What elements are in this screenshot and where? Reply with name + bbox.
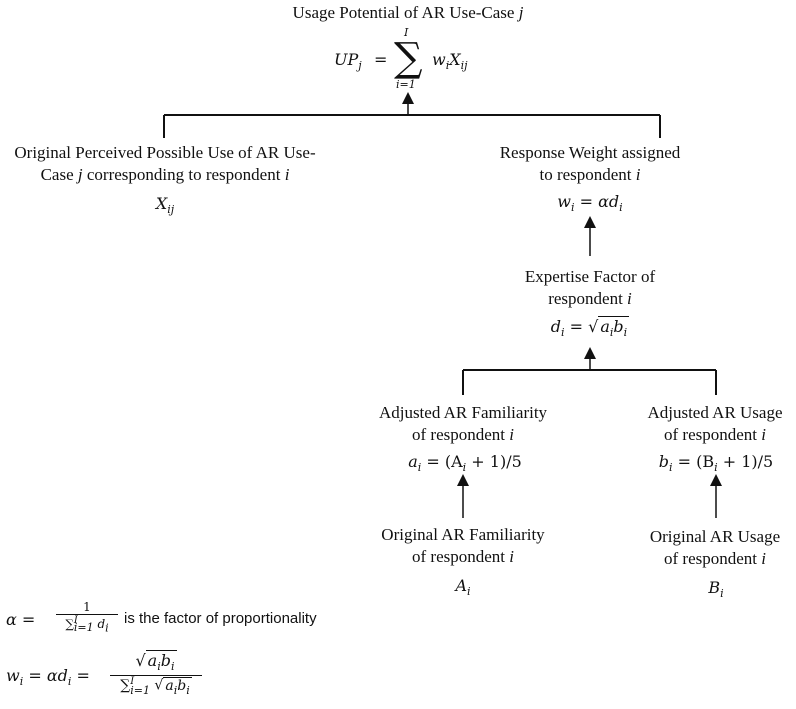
adjusted-usage-formula: bi = (Bi + 1)/5 bbox=[658, 452, 774, 475]
weight-expanded-formula: wi = αdi = √aibi ∑Ii=1 √aibi bbox=[6, 650, 266, 706]
original-usage-symbol: Bi bbox=[708, 578, 724, 601]
alpha-definition: α = 1 ∑Ii=1 di is the factor of proporti… bbox=[6, 600, 317, 635]
original-familiarity-symbol: Ai bbox=[455, 576, 471, 599]
adjusted-familiarity-formula: ai = (Ai + 1)/5 bbox=[408, 452, 522, 475]
response-weight-formula: wi = αdi bbox=[557, 192, 623, 215]
original-familiarity-label: Original AR Familiarity of respondent i bbox=[381, 525, 545, 566]
expertise-factor-label: Expertise Factor of respondent i bbox=[524, 267, 656, 308]
response-weight-label: Response Weight assigned to respondent i bbox=[499, 143, 681, 184]
top-title: Usage Potential of AR Use-Case j bbox=[292, 3, 524, 22]
perceived-use-symbol: Xij bbox=[155, 194, 175, 217]
original-usage-label: Original AR Usage of respondent i bbox=[649, 527, 781, 568]
top-formula: UPj = I ∑ i=1 wiXij bbox=[334, 26, 468, 91]
adjusted-familiarity-label: Adjusted AR Familiarity of respondent i bbox=[378, 403, 548, 444]
expertise-factor-formula: di = √aibi bbox=[550, 316, 630, 340]
perceived-use-label: Original Perceived Possible Use of AR Us… bbox=[14, 143, 316, 184]
adjusted-usage-label: Adjusted AR Usage of respondent i bbox=[647, 403, 783, 444]
